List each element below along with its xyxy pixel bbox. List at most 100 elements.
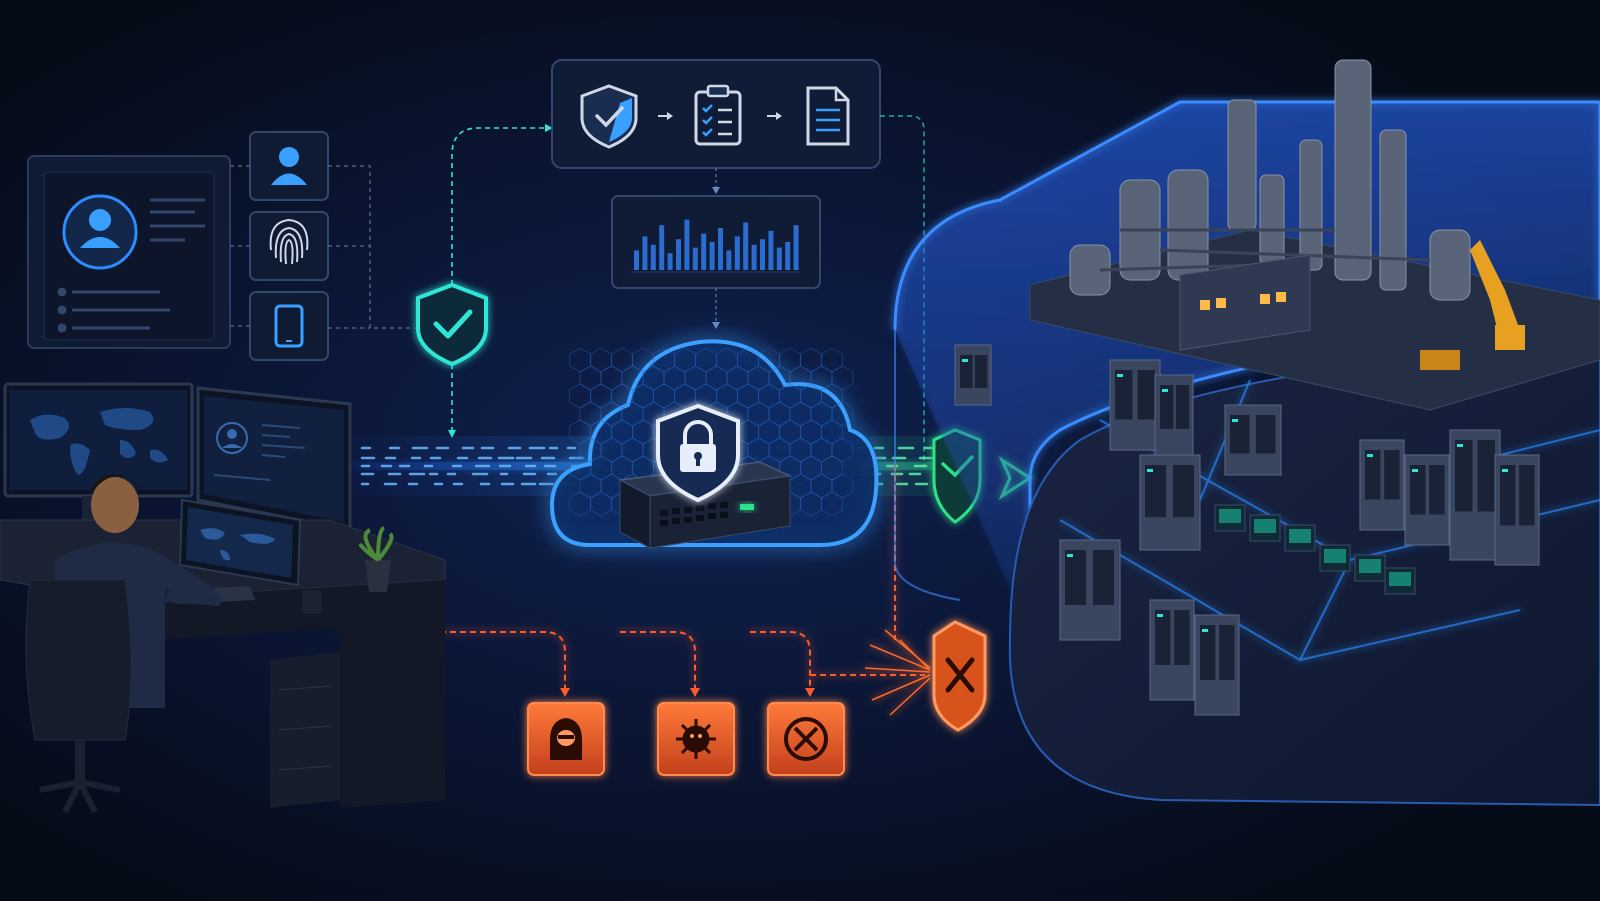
server-racks xyxy=(954,344,1540,716)
hex-cell xyxy=(611,383,633,409)
threat-malware xyxy=(657,702,735,776)
hex-cell xyxy=(579,401,602,427)
hex-cell xyxy=(831,473,854,499)
analytics-bar xyxy=(692,247,698,270)
hex-cell xyxy=(821,419,843,445)
hex-cell xyxy=(600,437,623,463)
hex-cell xyxy=(821,347,843,373)
analytics-bar xyxy=(768,230,774,270)
access-denied-shield xyxy=(864,620,987,732)
blocked-circle-x-icon xyxy=(784,717,828,761)
analytics-bar xyxy=(743,222,749,270)
hex-cell xyxy=(800,383,822,409)
industrial-facility xyxy=(893,59,1600,807)
hex-cell xyxy=(705,365,728,391)
hex-cell xyxy=(779,419,801,445)
mug xyxy=(302,590,322,614)
policy-pipeline-panel xyxy=(551,59,881,169)
secure-cloud-gateway xyxy=(549,339,879,549)
identity-factor-fingerprint xyxy=(249,211,329,281)
hex-cell xyxy=(632,419,654,445)
user-icon xyxy=(271,147,307,185)
analytics-panel xyxy=(611,195,821,289)
hex-cell xyxy=(579,365,602,391)
hex-cell xyxy=(569,383,591,409)
hex-cell xyxy=(674,347,696,373)
hex-cell xyxy=(810,365,833,391)
shield-lock-icon xyxy=(656,403,740,503)
hex-cell xyxy=(747,401,770,427)
hex-cell xyxy=(642,401,665,427)
clipboard-checklist-icon xyxy=(694,84,742,146)
hex-cell xyxy=(779,383,801,409)
hex-cell xyxy=(800,419,822,445)
plant xyxy=(358,526,394,592)
identity-factor-user xyxy=(249,131,329,201)
identity-connectors xyxy=(230,165,415,329)
arrowhead xyxy=(448,430,456,438)
analytics-to-cloud-connector xyxy=(712,288,720,329)
analytics-bar xyxy=(751,244,757,270)
hex-cell xyxy=(674,383,696,409)
hex-cell xyxy=(590,347,612,373)
analytics-bar xyxy=(650,244,656,270)
bar-chart-icon xyxy=(634,219,799,270)
analytics-bar xyxy=(642,236,648,270)
hex-cell xyxy=(768,401,791,427)
hex-cell xyxy=(632,347,654,373)
hex-cell xyxy=(569,347,591,373)
verification-path xyxy=(451,127,545,435)
hex-cell xyxy=(716,347,738,373)
monitor-world-map xyxy=(3,382,194,520)
hex-cell xyxy=(821,491,843,517)
hex-cell xyxy=(810,401,833,427)
hex-cell xyxy=(600,401,623,427)
mobile-device-icon xyxy=(274,304,304,348)
hex-cell xyxy=(747,365,770,391)
analytics-bar xyxy=(734,236,740,270)
policy-enforcement-path xyxy=(880,115,925,465)
threat-blocked xyxy=(767,702,845,776)
hex-cell xyxy=(800,455,822,481)
hex-cell xyxy=(810,473,833,499)
hex-cell xyxy=(779,347,801,373)
hex-cell xyxy=(789,401,812,427)
hex-cell xyxy=(800,491,822,517)
shield-x-icon xyxy=(932,620,987,732)
analytics-bar xyxy=(760,239,765,270)
hex-cell xyxy=(695,347,717,373)
profile-detail-lines xyxy=(57,198,205,333)
analytics-bar xyxy=(701,233,707,270)
fingerprint-icon xyxy=(269,218,309,265)
hex-cell xyxy=(821,383,843,409)
hex-cell xyxy=(737,383,759,409)
analytics-bar xyxy=(776,247,782,270)
threat-hacker xyxy=(527,702,605,776)
hex-cell xyxy=(621,401,644,427)
industrial-plant-icon xyxy=(893,59,1600,807)
hex-cell xyxy=(569,491,591,517)
monitor-user-dashboard xyxy=(196,386,352,532)
analytics-bar xyxy=(684,219,690,270)
hex-cell xyxy=(758,419,780,445)
hex-cell xyxy=(758,383,780,409)
hex-cell xyxy=(590,491,612,517)
hex-cell xyxy=(726,365,749,391)
analytics-bar xyxy=(659,225,665,270)
hex-cell xyxy=(653,347,675,373)
analytics-bar xyxy=(709,242,715,270)
hex-cell xyxy=(737,347,759,373)
document-icon xyxy=(806,86,850,146)
hex-cell xyxy=(621,437,644,463)
hex-cell xyxy=(663,365,686,391)
hex-cell xyxy=(642,365,665,391)
office-chair xyxy=(25,579,132,814)
shield-check-icon xyxy=(580,84,638,149)
arrow-right-icon xyxy=(658,112,673,120)
spark-burst xyxy=(864,629,931,716)
identity-verified-shield xyxy=(416,282,488,367)
hex-cell xyxy=(716,383,738,409)
hex-cell xyxy=(569,419,591,445)
analytics-bar xyxy=(667,253,673,270)
